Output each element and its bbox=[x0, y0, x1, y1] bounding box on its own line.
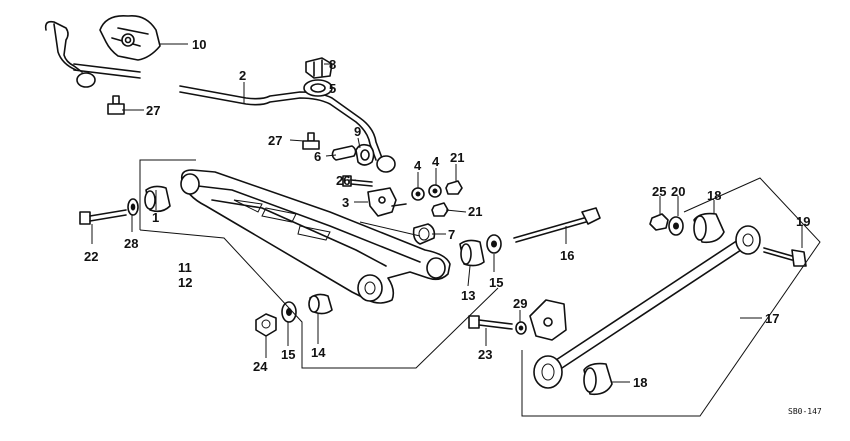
callout-24: 24 bbox=[253, 359, 268, 374]
washer-part-4-right bbox=[428, 184, 442, 198]
bracket-part-3 bbox=[367, 187, 407, 217]
group-boundary-lines bbox=[139, 159, 821, 417]
callout-9: 9 bbox=[354, 124, 361, 139]
bolt-part-23 bbox=[468, 315, 513, 330]
callout-17: 17 bbox=[765, 311, 779, 326]
callout-27-left: 27 bbox=[146, 103, 160, 118]
bushing-part-18-lower bbox=[583, 362, 613, 396]
washer-part-28 bbox=[127, 198, 139, 216]
clamp-part-8 bbox=[305, 57, 333, 79]
callout-6: 6 bbox=[314, 149, 321, 164]
callout-20: 20 bbox=[671, 184, 685, 199]
callout-23: 23 bbox=[478, 347, 492, 362]
callout-13: 13 bbox=[461, 288, 475, 303]
callout-21-lower: 21 bbox=[468, 204, 482, 219]
callout-25: 25 bbox=[652, 184, 666, 199]
bushing-part-5 bbox=[303, 79, 333, 97]
bolt-part-19 bbox=[763, 247, 807, 267]
callout-10: 10 bbox=[192, 37, 206, 52]
nut-part-25 bbox=[649, 213, 669, 231]
callout-labels: 10 2 8 5 27 27 6 9 26 3 4 4 21 21 7 1 28… bbox=[84, 37, 810, 390]
callout-2: 2 bbox=[239, 68, 246, 83]
lateral-rod bbox=[533, 225, 761, 389]
washer-part-4-left bbox=[411, 187, 425, 201]
callout-14: 14 bbox=[311, 345, 326, 360]
bolt-part-16 bbox=[513, 207, 601, 243]
callout-4-left: 4 bbox=[414, 158, 422, 173]
washer-part-20 bbox=[668, 216, 684, 236]
callout-19: 19 bbox=[796, 214, 810, 229]
bolt-part-27-left bbox=[107, 95, 125, 115]
sleeve-part-6 bbox=[331, 145, 357, 161]
callout-11: 11 bbox=[178, 260, 192, 275]
bushing-part-7 bbox=[412, 223, 436, 245]
callout-27-middle: 27 bbox=[268, 133, 282, 148]
bushing-part-13 bbox=[459, 239, 485, 267]
drawing-code: SB0-147 bbox=[788, 407, 822, 416]
callout-21-upper: 21 bbox=[450, 150, 464, 165]
callout-5: 5 bbox=[329, 81, 336, 96]
callout-4-right: 4 bbox=[432, 154, 440, 169]
bushing-part-18-upper bbox=[693, 212, 725, 244]
bushing-part-1 bbox=[144, 185, 171, 213]
leader-lines bbox=[91, 43, 803, 383]
bolt-part-27-middle bbox=[302, 132, 320, 150]
callout-8: 8 bbox=[329, 57, 336, 72]
bracket-lower bbox=[529, 299, 567, 341]
callout-16: 16 bbox=[560, 248, 574, 263]
nut-part-21-lower bbox=[431, 202, 449, 217]
washer-part-29 bbox=[515, 321, 527, 335]
bushing-part-9 bbox=[355, 143, 375, 166]
callout-15-right: 15 bbox=[489, 275, 503, 290]
callout-28: 28 bbox=[124, 236, 138, 251]
callout-1: 1 bbox=[152, 210, 159, 225]
callout-12: 12 bbox=[178, 275, 192, 290]
callout-26: 26 bbox=[336, 173, 350, 188]
callout-29: 29 bbox=[513, 296, 527, 311]
nut-part-21-upper bbox=[445, 180, 463, 195]
callout-22: 22 bbox=[84, 249, 98, 264]
washer-part-15-right bbox=[486, 234, 502, 254]
callout-7: 7 bbox=[448, 227, 455, 242]
bracket-part-10 bbox=[99, 14, 161, 61]
callout-18-upper: 18 bbox=[707, 188, 721, 203]
nut-part-24 bbox=[255, 313, 277, 337]
bolt-part-22 bbox=[79, 209, 127, 225]
callout-3: 3 bbox=[342, 195, 349, 210]
trailing-arm bbox=[180, 169, 451, 304]
bushing-part-14 bbox=[308, 293, 333, 315]
washer-part-15-lower bbox=[281, 301, 297, 323]
callout-18-lower: 18 bbox=[633, 375, 647, 390]
callout-15-lower: 15 bbox=[281, 347, 295, 362]
